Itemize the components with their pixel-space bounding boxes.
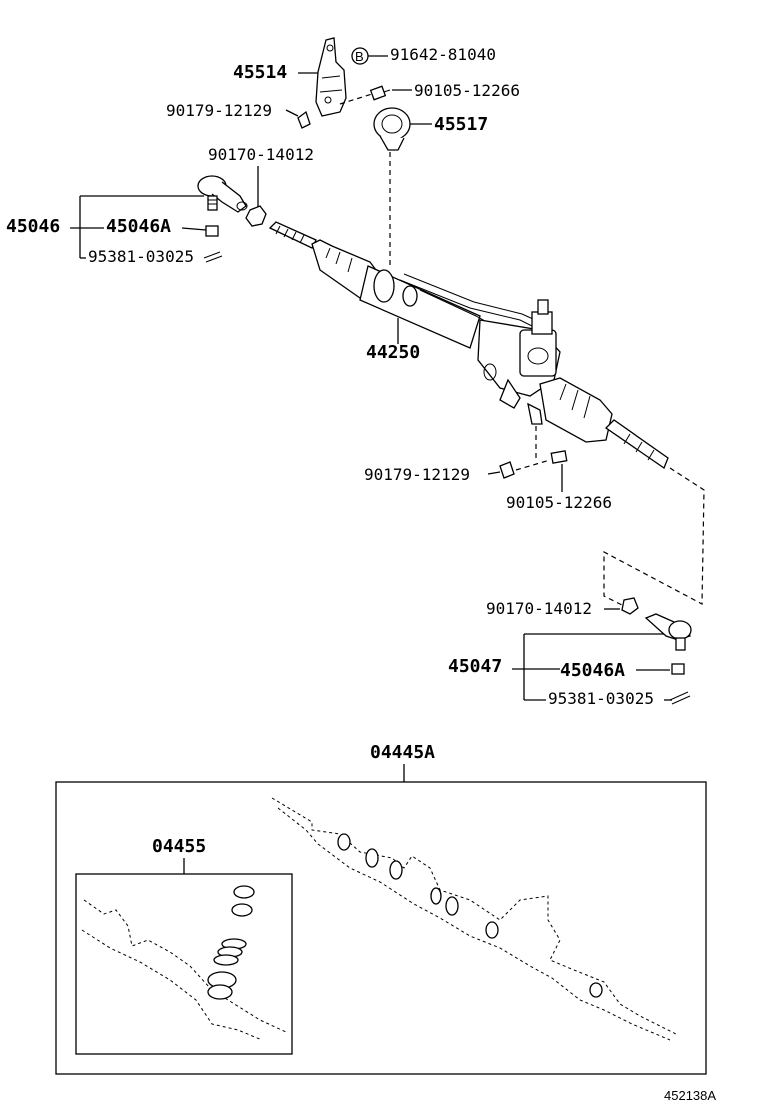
- kit-04445a-frame: [55, 781, 707, 1075]
- cotter-95381-bot-drawing: [669, 691, 691, 705]
- label-90105-12266-top[interactable]: 90105-12266: [414, 81, 520, 100]
- bracket-45514-drawing: [315, 37, 347, 117]
- clip-90179-top-drawing: [297, 110, 311, 129]
- label-90170-14012-top[interactable]: 90170-14012: [208, 145, 314, 164]
- badge-b-icon: B: [351, 47, 369, 65]
- label-04455[interactable]: 04455: [152, 836, 206, 857]
- label-90179-12129-top[interactable]: 90179-12129: [166, 101, 272, 120]
- nut-45046a-top-drawing: [205, 225, 219, 237]
- nut-45046a-bot-drawing: [671, 663, 685, 675]
- grommet-45517-drawing: [373, 107, 411, 151]
- bolt-90105-top-drawing: [369, 85, 391, 101]
- label-04445A[interactable]: 04445A: [370, 742, 435, 763]
- steering-rack-44250-drawing: [268, 221, 669, 469]
- figure-id: 452138A: [664, 1088, 716, 1103]
- svg-text:B: B: [355, 49, 364, 64]
- bolt-90105-mid-drawing: [550, 450, 568, 464]
- label-90179-12129-mid[interactable]: 90179-12129: [364, 465, 470, 484]
- tie-rod-end-right-drawing: [644, 613, 692, 651]
- kit-04455-frame: [75, 873, 293, 1055]
- label-45047[interactable]: 45047: [448, 656, 502, 677]
- rack-gasket-kit-drawing: [271, 797, 677, 1041]
- label-90170-14012-bot[interactable]: 90170-14012: [486, 599, 592, 618]
- valve-seal-kit-drawing: [81, 885, 287, 1041]
- label-95381-03025-bot[interactable]: 95381-03025: [548, 689, 654, 708]
- label-45046A-bot[interactable]: 45046A: [560, 660, 625, 681]
- label-44250[interactable]: 44250: [366, 342, 420, 363]
- clip-90179-mid-drawing: [499, 461, 515, 479]
- label-45046[interactable]: 45046: [6, 216, 60, 237]
- label-95381-03025-top[interactable]: 95381-03025: [88, 247, 194, 266]
- label-45514[interactable]: 45514: [233, 62, 287, 83]
- label-91642-81040[interactable]: 91642-81040: [390, 45, 496, 64]
- label-45046A-top[interactable]: 45046A: [106, 216, 171, 237]
- tie-rod-end-left-drawing: [197, 175, 248, 213]
- nut-90170-bot-drawing: [621, 597, 639, 615]
- nut-90170-top-drawing: [245, 205, 267, 227]
- label-90105-12266-mid[interactable]: 90105-12266: [506, 493, 612, 512]
- label-45517[interactable]: 45517: [434, 114, 488, 135]
- cotter-95381-top-drawing: [203, 251, 223, 263]
